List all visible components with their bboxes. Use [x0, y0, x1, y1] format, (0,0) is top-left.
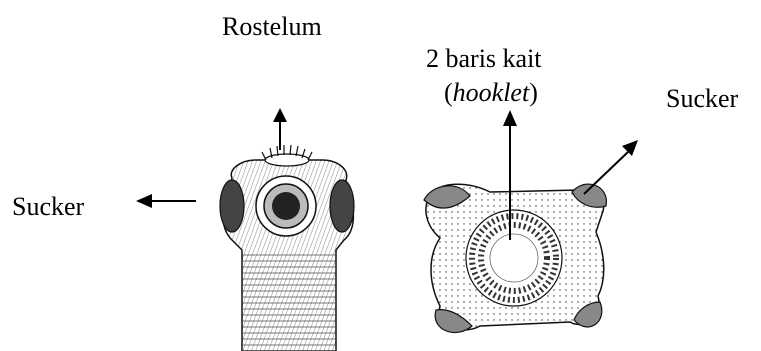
sucker-side-left [220, 180, 244, 232]
hooklet-ring [466, 210, 562, 306]
paren-close: ) [529, 78, 538, 107]
label-hooklet-line1: 2 baris kait [426, 44, 542, 74]
label-sucker-right: Sucker [666, 84, 738, 114]
scolex-side-view [220, 145, 354, 351]
paren-open: ( [444, 78, 453, 107]
rostellum-crown [262, 145, 312, 166]
label-sucker-left: Sucker [12, 192, 84, 222]
sucker-side-right [330, 180, 354, 232]
arrow-sucker-right [584, 140, 638, 194]
arrow-sucker-left [136, 194, 196, 208]
arrow-rostelum [273, 108, 287, 150]
label-hooklet-line2: (hooklet) [444, 78, 538, 108]
scolex-apical-view [424, 184, 606, 332]
label-rostelum: Rostelum [222, 12, 322, 42]
hooklet-term: hooklet [453, 78, 530, 107]
sucker-front [256, 176, 316, 236]
